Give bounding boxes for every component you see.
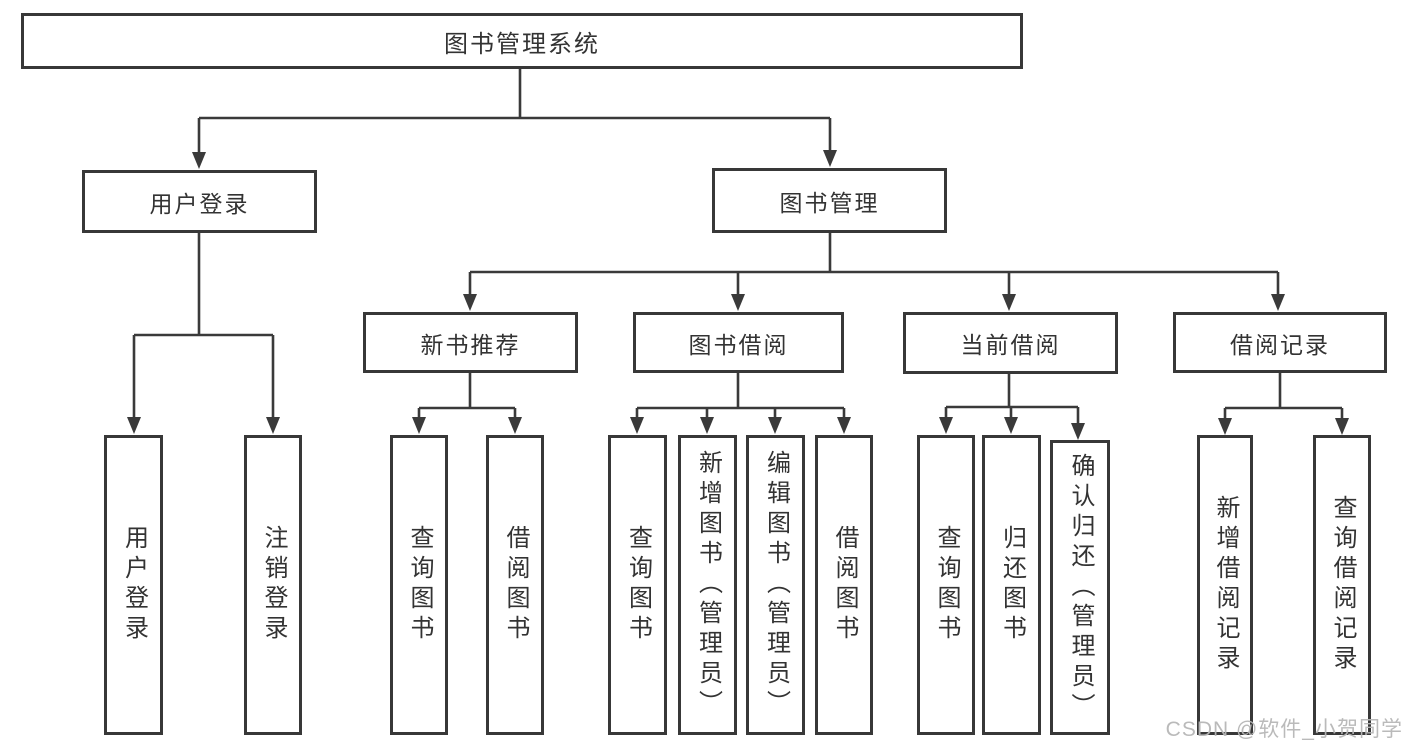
node-user-login: 用户登录	[82, 170, 317, 233]
leaf-current-query-books: 查询图书	[917, 435, 975, 735]
node-book-management: 图书管理	[712, 168, 947, 233]
node-label: 新增图书（管理员）	[694, 450, 722, 720]
leaf-records-add-borrow-record: 新增借阅记录	[1197, 435, 1253, 735]
node-label: 图书管理	[779, 189, 880, 216]
node-label: 查询图书	[406, 525, 433, 645]
node-new-book-recommend: 新书推荐	[363, 312, 578, 373]
node-label: 借阅记录	[1230, 331, 1330, 358]
connector-userlogin-children	[127, 233, 280, 434]
connector-newbook-children	[412, 373, 522, 434]
leaf-borrowing-query-books: 查询图书	[608, 435, 667, 735]
node-label: 用户登录	[120, 525, 148, 645]
node-library-management-system: 图书管理系统	[21, 13, 1023, 69]
node-label: 新书推荐	[420, 331, 521, 358]
leaf-recommend-query-books: 查询图书	[390, 435, 448, 735]
csdn-watermark: CSDN @软件_小贺同学	[1165, 718, 1403, 741]
leaf-current-return-books: 归还图书	[982, 435, 1041, 735]
connector-root-to-level2	[192, 69, 837, 169]
connector-currentborrow-children	[939, 374, 1085, 440]
node-book-borrowing: 图书借阅	[633, 312, 844, 373]
leaf-borrowing-borrow-books: 借阅图书	[815, 435, 873, 735]
node-label: 图书借阅	[688, 331, 789, 358]
leaf-current-confirm-return-admin: 确认归还（管理员）	[1050, 440, 1110, 735]
node-label: 借阅图书	[502, 525, 529, 645]
node-label: 查询借阅记录	[1329, 495, 1356, 675]
node-label: 图书管理系统	[444, 30, 600, 58]
node-label: 借阅图书	[831, 525, 858, 645]
node-label: 确认归还（管理员）	[1067, 452, 1094, 723]
leaf-logout-login: 注销登录	[244, 435, 302, 735]
node-label: 当前借阅	[960, 332, 1061, 358]
leaf-recommend-borrow-books: 借阅图书	[486, 435, 544, 735]
leaf-records-query-borrow-record: 查询借阅记录	[1313, 435, 1371, 735]
connector-bookborrow-children	[630, 373, 851, 434]
node-label: 归还图书	[998, 525, 1026, 645]
node-label: 注销登录	[260, 525, 287, 645]
node-label: 新增借阅记录	[1212, 495, 1239, 675]
node-current-borrowing: 当前借阅	[903, 312, 1118, 374]
node-label: 编辑图书（管理员）	[762, 450, 790, 720]
leaf-borrowing-edit-books-admin: 编辑图书（管理员）	[746, 435, 805, 735]
node-borrowing-records: 借阅记录	[1173, 312, 1387, 373]
node-label: 查询图书	[933, 525, 960, 645]
node-label: 用户登录	[149, 190, 250, 217]
leaf-borrowing-add-books-admin: 新增图书（管理员）	[678, 435, 737, 735]
connector-bookmgmt-to-level3	[463, 233, 1285, 311]
connector-borrowrecord-children	[1218, 373, 1349, 435]
node-label: 查询图书	[624, 525, 652, 645]
leaf-user-login: 用户登录	[104, 435, 163, 735]
